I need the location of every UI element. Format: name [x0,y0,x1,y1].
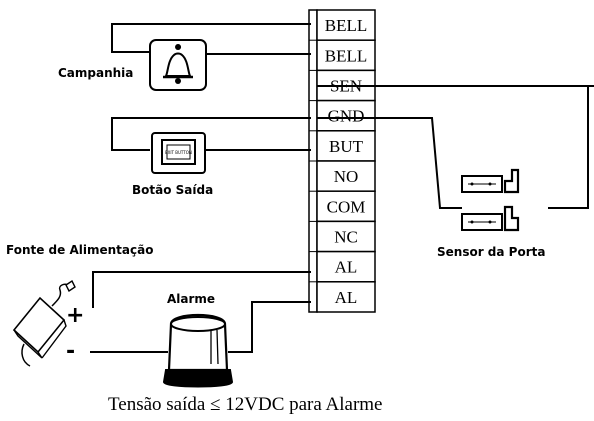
exit-button-label: Botão Saída [132,183,213,197]
alarm-device: Alarme [162,292,234,388]
exit-button-wiring [111,117,311,151]
power-minus-sign: - [66,339,75,364]
terminal-label: BUT [329,137,364,156]
bell-device: Campanhia [58,39,207,91]
terminal-cell [316,190,376,223]
door-sensor-device: Sensor da Porta [437,168,545,259]
terminal-label: GND [328,107,365,126]
terminal-cell [316,160,376,192]
terminal-label: AL [335,288,358,307]
exit-button-face-text: EXIT BUTTON [165,150,192,155]
bell-wiring [111,23,311,55]
caption: Tensão saída ≤ 12VDC para Alarme [108,394,383,415]
bell-icon [163,44,193,84]
power-plus-sign: + [66,303,84,328]
door-sensor-label: Sensor da Porta [437,245,545,259]
terminal-label: AL [335,258,358,277]
bell-label: Campanhia [58,66,133,80]
terminal-label: BELL [325,16,368,35]
push-button-icon: EXIT BUTTON [161,139,196,165]
terminal-label: COM [327,197,366,216]
terminal-cell [316,9,376,41]
power-adapter-icon [12,279,76,367]
power-supply-label: Fonte de Alimentação [6,243,153,257]
power-supply-device: Fonte de Alimentação + - [6,243,153,367]
terminal-cell [316,281,376,313]
alarm-label: Alarme [167,292,215,306]
terminal-label: NO [334,167,359,186]
exit-button-device: EXIT BUTTON Botão Saída [132,132,213,197]
terminal-cell [316,250,376,283]
alarm-power-wiring [90,271,311,353]
terminal-cell [316,99,376,132]
siren-icon [162,314,234,388]
magnetic-sensor-icon [461,168,520,232]
sensor-wiring [317,85,594,209]
terminal-label: BELL [325,46,368,65]
terminal-label: NC [334,228,358,247]
